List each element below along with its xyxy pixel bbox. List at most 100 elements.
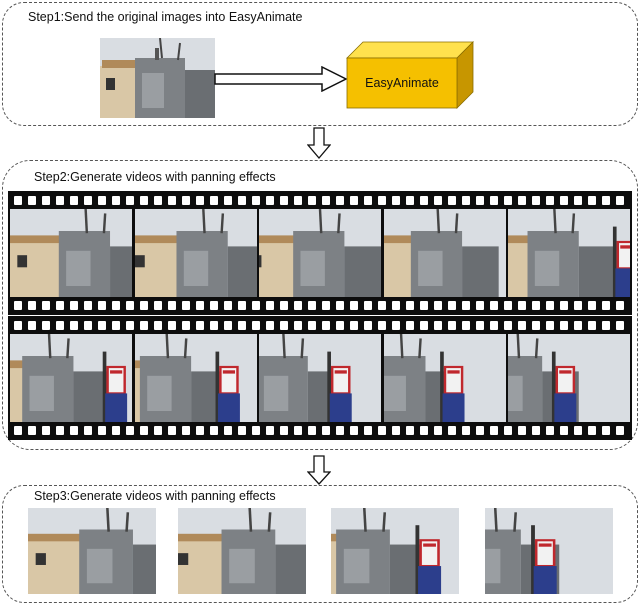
sprocket-hole	[280, 426, 288, 435]
sprocket-hole	[28, 301, 36, 310]
sprocket-hole	[196, 301, 204, 310]
sprocket-hole	[196, 426, 204, 435]
sprocket-hole	[336, 426, 344, 435]
sprocket-hole	[588, 426, 596, 435]
sprocket-hole	[238, 426, 246, 435]
sprocket-hole	[112, 196, 120, 205]
sprocket-hole	[28, 426, 36, 435]
sprocket-hole	[462, 321, 470, 330]
sprocket-hole	[140, 426, 148, 435]
sprocket-hole	[126, 301, 134, 310]
sprocket-hole	[98, 426, 106, 435]
sprocket-hole	[42, 321, 50, 330]
sprocket-hole	[364, 321, 372, 330]
sprocket-hole	[476, 321, 484, 330]
3d-box-icon	[346, 41, 474, 109]
sprocket-hole	[154, 321, 162, 330]
sprocket-holes-top	[8, 319, 632, 332]
sprocket-hole	[322, 196, 330, 205]
film-strip-row-2	[8, 316, 632, 440]
right-arrow-icon	[214, 66, 348, 92]
sprocket-hole	[280, 196, 288, 205]
sprocket-hole	[28, 321, 36, 330]
video-frame	[508, 209, 630, 297]
sprocket-hole	[224, 426, 232, 435]
video-frame	[259, 209, 381, 297]
sprocket-hole	[518, 426, 526, 435]
sprocket-hole	[84, 321, 92, 330]
sprocket-hole	[434, 196, 442, 205]
sprocket-hole	[238, 321, 246, 330]
sprocket-hole	[42, 301, 50, 310]
sprocket-hole	[14, 301, 22, 310]
sprocket-hole	[308, 321, 316, 330]
sprocket-hole	[154, 301, 162, 310]
sprocket-hole	[168, 321, 176, 330]
sprocket-hole	[126, 426, 134, 435]
sprocket-hole	[280, 321, 288, 330]
sprocket-hole	[70, 426, 78, 435]
sprocket-hole	[266, 196, 274, 205]
sprocket-hole	[364, 196, 372, 205]
output-video-thumbnail	[28, 508, 156, 594]
video-frame	[508, 334, 630, 422]
sprocket-hole	[42, 426, 50, 435]
sprocket-hole	[168, 196, 176, 205]
sprocket-hole	[56, 426, 64, 435]
sprocket-hole	[238, 196, 246, 205]
sprocket-hole	[392, 196, 400, 205]
sprocket-hole	[224, 196, 232, 205]
sprocket-hole	[560, 321, 568, 330]
sprocket-hole	[42, 196, 50, 205]
sprocket-hole	[392, 301, 400, 310]
sprocket-hole	[112, 426, 120, 435]
sprocket-hole	[616, 301, 624, 310]
sprocket-hole	[168, 426, 176, 435]
sprocket-hole	[266, 301, 274, 310]
sprocket-hole	[168, 301, 176, 310]
sprocket-hole	[560, 196, 568, 205]
sprocket-hole	[182, 321, 190, 330]
substation-scene-a	[100, 38, 215, 118]
sprocket-hole	[490, 321, 498, 330]
sprocket-hole	[56, 301, 64, 310]
sprocket-hole	[406, 196, 414, 205]
sprocket-hole	[588, 196, 596, 205]
video-frame	[383, 334, 506, 422]
sprocket-hole	[28, 196, 36, 205]
step1-label: Step1:Send the original images into Easy…	[28, 10, 303, 24]
sprocket-hole	[504, 196, 512, 205]
sprocket-hole	[126, 196, 134, 205]
output-video-thumbnail	[485, 508, 613, 594]
sprocket-hole	[546, 426, 554, 435]
sprocket-hole	[504, 301, 512, 310]
sprocket-hole	[322, 321, 330, 330]
sprocket-hole	[350, 196, 358, 205]
sprocket-hole	[602, 321, 610, 330]
sprocket-hole	[378, 301, 386, 310]
sprocket-hole	[308, 426, 316, 435]
sprocket-hole	[546, 196, 554, 205]
output-video-thumbnail	[178, 508, 306, 594]
down-arrow-icon	[307, 455, 331, 485]
step3-label: Step3:Generate videos with panning effec…	[34, 489, 276, 503]
sprocket-hole	[252, 301, 260, 310]
step2-label: Step2:Generate videos with panning effec…	[34, 170, 276, 184]
sprocket-hole	[84, 426, 92, 435]
video-frame	[134, 209, 257, 297]
sprocket-hole	[224, 301, 232, 310]
sprocket-hole	[602, 301, 610, 310]
sprocket-hole	[322, 301, 330, 310]
sprocket-hole	[336, 301, 344, 310]
sprocket-hole	[336, 196, 344, 205]
sprocket-hole	[294, 426, 302, 435]
sprocket-hole	[210, 426, 218, 435]
sprocket-hole	[336, 321, 344, 330]
sprocket-hole	[196, 196, 204, 205]
sprocket-hole	[616, 321, 624, 330]
video-frame	[10, 209, 132, 297]
sprocket-hole	[196, 321, 204, 330]
sprocket-hole	[84, 196, 92, 205]
sprocket-hole	[448, 196, 456, 205]
sprocket-hole	[182, 196, 190, 205]
